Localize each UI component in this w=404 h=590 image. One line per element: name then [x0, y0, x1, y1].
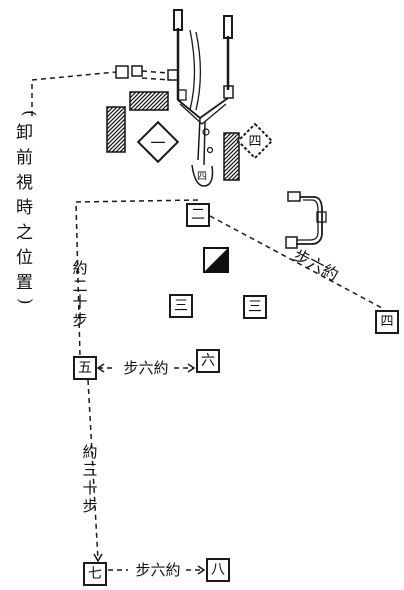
svg-text:視: 視 — [16, 173, 33, 193]
marker-three-a: 三 — [169, 294, 193, 318]
marker-one-diamond: 一 — [136, 120, 180, 164]
marker-four-box: 四 — [375, 310, 399, 334]
svg-text:十: 十 — [82, 479, 97, 497]
marker-four-diamond: 四 — [236, 122, 274, 160]
distance-thirty-label: 約 三 十 步 — [82, 443, 97, 515]
marker-six-box: 六 — [196, 349, 220, 373]
gun-rods — [115, 9, 234, 187]
marker-eight-box: 八 — [206, 558, 230, 582]
marker-five-box: 五 — [73, 356, 97, 380]
marker-three-b: 三 — [243, 295, 267, 319]
route-five-to-six: 步六約 — [96, 359, 196, 377]
svg-text:步六約: 步六約 — [135, 561, 180, 579]
hatched-block-right — [223, 132, 240, 181]
svg-text:二: 二 — [191, 207, 205, 223]
svg-text:): ) — [15, 298, 35, 305]
hatched-block-left — [106, 106, 126, 153]
svg-text:位: 位 — [16, 248, 33, 268]
svg-text:步: 步 — [82, 497, 97, 515]
svg-text:一: 一 — [150, 134, 165, 152]
svg-text:三: 三 — [174, 298, 188, 314]
svg-text:步: 步 — [72, 311, 87, 329]
svg-text:二: 二 — [72, 277, 87, 295]
svg-text:五: 五 — [78, 360, 92, 376]
svg-text:六: 六 — [201, 353, 215, 369]
svg-text:時: 時 — [16, 198, 33, 218]
route-arrowhead-down — [93, 553, 103, 563]
route-two-to-four — [209, 215, 383, 309]
route-seven-to-eight: 步六約 — [108, 561, 206, 579]
svg-text:約: 約 — [72, 259, 87, 277]
svg-text:卸: 卸 — [16, 123, 33, 143]
svg-text:之: 之 — [16, 223, 33, 243]
route-two-to-five — [75, 199, 199, 357]
svg-text:七: 七 — [88, 566, 102, 582]
marker-two-box: 二 — [186, 203, 210, 227]
svg-text:約: 約 — [82, 443, 97, 461]
side-caption: ( 卸 前 視 時 之 位 置 ) — [15, 110, 39, 305]
distance-twenty-label: 約 二 十 步 — [72, 259, 87, 329]
split-square — [203, 247, 229, 273]
right-apparatus — [285, 191, 327, 249]
svg-text:十: 十 — [72, 293, 87, 311]
caption-leader — [31, 71, 117, 116]
svg-text:四: 四 — [380, 315, 393, 330]
svg-text:八: 八 — [211, 562, 225, 578]
svg-text:三: 三 — [248, 299, 262, 315]
svg-text:步六約: 步六約 — [123, 359, 168, 377]
svg-text:四: 四 — [248, 135, 261, 150]
route-five-to-seven — [87, 379, 99, 561]
svg-text:三: 三 — [82, 461, 97, 479]
svg-text:置: 置 — [16, 273, 33, 293]
marker-seven-box: 七 — [83, 562, 107, 586]
hatched-block-top — [129, 91, 169, 111]
small-label: 四 — [197, 172, 207, 183]
distance-six-diagonal: 步六約 — [290, 245, 341, 284]
svg-text:前: 前 — [16, 148, 33, 168]
svg-text:(: ( — [19, 110, 39, 117]
